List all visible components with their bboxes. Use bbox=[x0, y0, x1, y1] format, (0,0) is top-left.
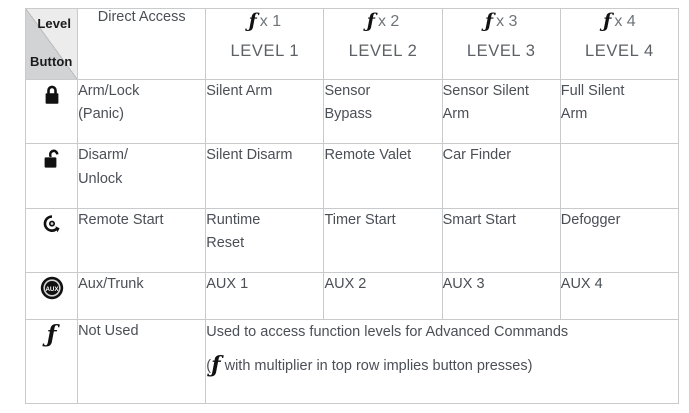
cell-line-1: Not Used bbox=[78, 323, 139, 340]
cell-line-1: Sensor bbox=[324, 82, 371, 99]
cell-line-2: Unlock bbox=[78, 170, 123, 187]
cell-line-2: Reset bbox=[206, 235, 245, 252]
header-level-4-multiplier-value: x 4 bbox=[614, 13, 636, 30]
corner-button-label: Button bbox=[30, 53, 73, 69]
cell-line-2: Arm bbox=[442, 106, 470, 123]
header-level-1-multiplier-value: x 1 bbox=[259, 13, 282, 30]
cell-level1-remote-start: Runtime Reset bbox=[205, 207, 325, 274]
cell-line-1: Remote Start bbox=[78, 211, 164, 228]
header-level-3-multiplier-value: x 3 bbox=[496, 13, 518, 30]
header-level-4-label: LEVEL 4 bbox=[585, 41, 654, 60]
header-level-3-label: LEVEL 3 bbox=[466, 41, 536, 60]
cell-line-1: Timer Start bbox=[324, 211, 396, 228]
svg-text:AUX: AUX bbox=[45, 286, 59, 293]
cell-level4-arm-lock: Full Silent Arm bbox=[559, 78, 680, 145]
table-row: AUX Aux/Trunk AUX 1 AUX 2 AUX 3 AU bbox=[24, 272, 680, 321]
row-icon-function: ƒ bbox=[24, 319, 79, 404]
row-icon-aux-trunk: AUX bbox=[24, 272, 79, 321]
cell-level2-arm-lock: Sensor Bypass bbox=[323, 78, 443, 145]
cell-direct-aux-trunk: Aux/Trunk bbox=[77, 272, 207, 321]
cell-level2-aux-trunk: AUX 2 bbox=[323, 272, 443, 321]
cell-line-1: Silent Arm bbox=[206, 82, 273, 99]
cell-line-1: Full Silent bbox=[560, 82, 625, 99]
cell-line-1: Smart Start bbox=[442, 211, 516, 228]
row-icon-arm-lock bbox=[24, 78, 79, 145]
cell-line-1: Defogger bbox=[560, 211, 621, 228]
table-row: Remote Start Runtime Reset Timer Start S… bbox=[24, 207, 680, 274]
cell-level3-arm-lock: Sensor Silent Arm bbox=[441, 78, 561, 145]
function-f-icon: ƒ bbox=[46, 321, 57, 349]
cell-level3-aux-trunk: AUX 3 bbox=[441, 272, 561, 321]
cell-line-2: Arm bbox=[560, 106, 588, 123]
header-level-2-label: LEVEL 2 bbox=[348, 41, 418, 60]
aux-circle-icon: AUX bbox=[37, 273, 67, 303]
cell-direct-arm-lock: Arm/Lock (Panic) bbox=[77, 78, 207, 145]
header-direct-access: Direct Access bbox=[77, 8, 207, 80]
cell-function-note: Used to access function levels for Advan… bbox=[205, 319, 679, 404]
header-level-2-multiplier-value: x 2 bbox=[377, 13, 400, 30]
cell-level2-remote-start: Timer Start bbox=[323, 207, 443, 274]
function-note-line-2: (ƒ with multiplier in top row implies bu… bbox=[206, 345, 678, 382]
cell-line-1: AUX 1 bbox=[206, 276, 249, 293]
function-f-icon: ƒ bbox=[484, 10, 494, 32]
corner-level-label: Level bbox=[37, 16, 72, 31]
cell-level1-aux-trunk: AUX 1 bbox=[205, 272, 325, 321]
cell-level3-disarm-unlock: Car Finder bbox=[441, 143, 561, 209]
cell-line-1: Remote Valet bbox=[324, 147, 412, 164]
padlock-closed-icon bbox=[37, 80, 67, 110]
header-level-1-label: LEVEL 1 bbox=[230, 41, 300, 60]
cell-line-2: (Panic) bbox=[78, 106, 125, 123]
cell-direct-remote-start: Remote Start bbox=[77, 207, 207, 274]
cell-direct-function: Not Used bbox=[77, 319, 207, 404]
function-f-icon: ƒ bbox=[603, 10, 612, 32]
cell-level1-arm-lock: Silent Arm bbox=[205, 78, 325, 145]
function-f-icon: ƒ bbox=[366, 10, 375, 32]
cell-line-1: AUX 4 bbox=[560, 276, 603, 293]
remote-start-icon bbox=[37, 209, 67, 239]
table-row: Disarm/ Unlock Silent Disarm Remote Vale… bbox=[24, 143, 680, 209]
cell-line-1: Runtime bbox=[206, 211, 261, 228]
row-icon-remote-start bbox=[24, 207, 79, 274]
table-footer-row: ƒ Not Used Used to access function level… bbox=[24, 319, 679, 404]
cell-level4-remote-start: Defogger bbox=[559, 207, 680, 274]
cell-line-1: Silent Disarm bbox=[206, 147, 293, 164]
cell-line-1: Disarm/ bbox=[78, 147, 129, 164]
cell-level1-disarm-unlock: Silent Disarm bbox=[205, 143, 325, 209]
cell-level4-aux-trunk: AUX 4 bbox=[559, 272, 680, 321]
row-icon-disarm-unlock bbox=[24, 143, 79, 209]
diagonal-divider-icon bbox=[26, 9, 77, 79]
cell-line-1: Sensor Silent bbox=[442, 82, 529, 99]
cell-level4-disarm-unlock bbox=[559, 143, 680, 209]
cell-line-1: Car Finder bbox=[442, 147, 512, 164]
function-f-icon: ƒ bbox=[248, 10, 257, 32]
cell-line-2: Bypass bbox=[324, 106, 372, 123]
header-direct-access-label: Direct Access bbox=[97, 9, 186, 25]
cell-line-1: Aux/Trunk bbox=[78, 276, 144, 293]
cell-level3-remote-start: Smart Start bbox=[441, 207, 561, 274]
function-note-paren-open: ( bbox=[206, 357, 212, 374]
table-row: Arm/Lock (Panic) Silent Arm Sensor Bypas… bbox=[24, 78, 680, 145]
cell-line-1: Arm/Lock bbox=[78, 82, 140, 99]
function-note-line-1: Used to access function levels for Advan… bbox=[206, 324, 569, 341]
corner-header-cell: Level Button bbox=[24, 8, 79, 80]
cell-line-1: AUX 2 bbox=[324, 276, 367, 293]
cell-line-1: AUX 3 bbox=[442, 276, 485, 293]
cell-direct-disarm-unlock: Disarm/ Unlock bbox=[77, 143, 207, 209]
function-f-icon: ƒ bbox=[211, 351, 221, 378]
function-note-tail: with multiplier in top row implies butto… bbox=[220, 357, 533, 374]
cell-level2-disarm-unlock: Remote Valet bbox=[323, 143, 443, 209]
padlock-open-icon bbox=[37, 144, 67, 174]
